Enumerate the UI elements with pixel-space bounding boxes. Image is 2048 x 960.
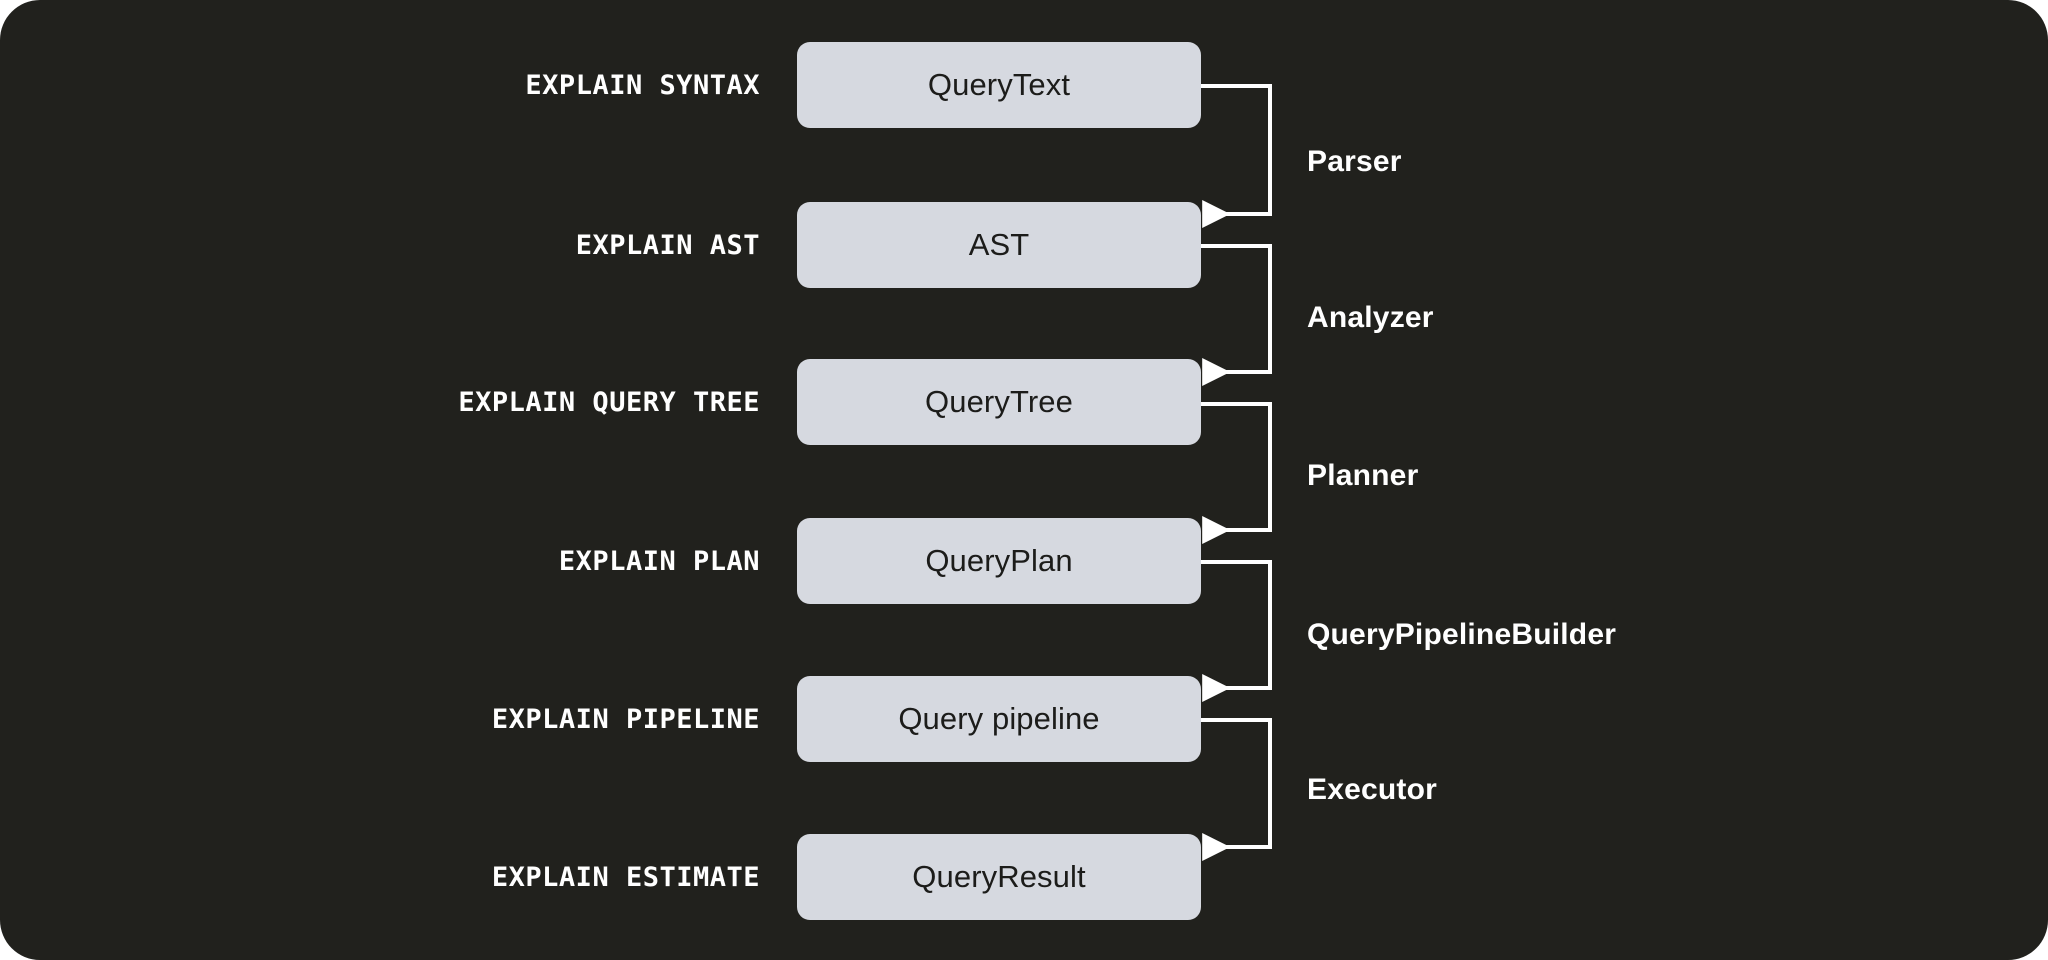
explain-label-0: EXPLAIN SYNTAX [525,69,760,101]
explain-label-3: EXPLAIN PLAN [558,545,760,577]
node-box-0[interactable]: QueryText [797,42,1201,128]
node-box-label: AST [968,227,1030,262]
explain-label-4: EXPLAIN PIPELINE [491,703,760,735]
node-box-label: QueryText [927,67,1071,102]
diagram-row: EXPLAIN ESTIMATE QueryResult [0,834,2048,920]
diagram-row: EXPLAIN PIPELINE Query pipeline [0,676,2048,762]
node-box-1[interactable]: AST [797,202,1201,288]
stage-label-0: Parser [1307,145,1402,178]
node-box-label: QueryResult [912,859,1086,894]
explain-label-2: EXPLAIN QUERY TREE [458,386,760,418]
diagram-row: EXPLAIN AST AST [0,202,2048,288]
stage-label-4: Executor [1307,773,1437,806]
stage-label-3: QueryPipelineBuilder [1307,618,1617,651]
node-box-4[interactable]: Query pipeline [797,676,1201,762]
node-box-label: Query pipeline [898,701,1100,736]
stage-label-1: Analyzer [1307,301,1434,334]
node-box-3[interactable]: QueryPlan [797,518,1201,604]
diagram-row: EXPLAIN QUERY TREE QueryTree [0,359,2048,445]
stage-label-2: Planner [1307,459,1419,492]
explain-label-1: EXPLAIN AST [575,229,760,261]
node-box-label: QueryTree [925,384,1073,419]
node-box-5[interactable]: QueryResult [797,834,1201,920]
diagram-row: EXPLAIN PLAN QueryPlan [0,518,2048,604]
node-box-2[interactable]: QueryTree [797,359,1201,445]
explain-label-5: EXPLAIN ESTIMATE [491,861,760,893]
diagram-row: EXPLAIN SYNTAX QueryText [0,42,2048,128]
node-box-label: QueryPlan [925,543,1073,578]
